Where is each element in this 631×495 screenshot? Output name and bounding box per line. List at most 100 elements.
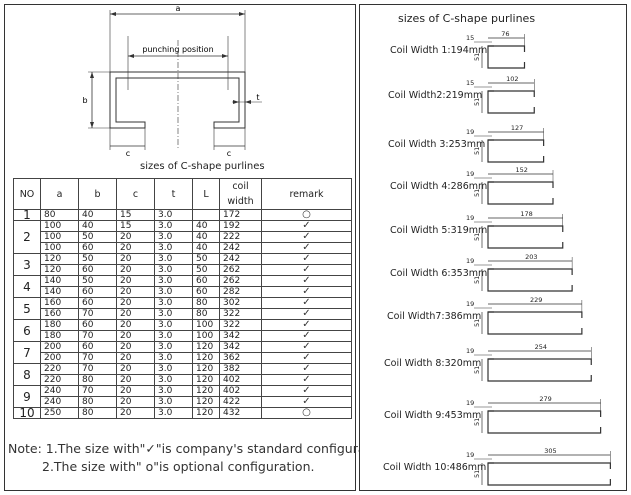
standard-check-icon: ✓ [261, 396, 352, 408]
web-width-label: 178 [520, 210, 532, 218]
cell-coil: 432 [219, 407, 262, 419]
cell-t: 3.0 [154, 220, 193, 232]
cell-b: 80 [78, 407, 117, 419]
web-width-label: 76 [501, 30, 509, 38]
cell-a: 240 [40, 385, 79, 397]
cell-t: 3.0 [154, 264, 193, 276]
dim-c-right-label: c [227, 149, 231, 158]
cell-a: 240 [40, 396, 79, 408]
cell-coil: 342 [219, 330, 262, 342]
cell-t: 3.0 [154, 286, 193, 298]
cell-c: 20 [116, 308, 155, 320]
flange-width-label: 19 [466, 128, 474, 136]
cell-c: 20 [116, 286, 155, 298]
standard-check-icon: ✓ [261, 308, 352, 320]
cell-coil: 262 [219, 275, 262, 287]
cell-b: 50 [78, 275, 117, 287]
cell-no: 7 [13, 341, 41, 364]
cell-t: 3.0 [154, 374, 193, 386]
cell-no: 10 [13, 407, 41, 419]
cell-a: 220 [40, 374, 79, 386]
cell-no: 4 [13, 275, 41, 298]
cell-b: 80 [78, 374, 117, 386]
cell-c: 20 [116, 341, 155, 353]
cell-a: 220 [40, 363, 79, 375]
cell-b: 40 [78, 209, 117, 221]
cell-a: 160 [40, 308, 79, 320]
flange-width-label: 19 [466, 214, 474, 222]
coil-width-label: Coil Width 9:453mm [384, 410, 482, 421]
coil-width-label: Coil Width7:386mm [387, 311, 482, 322]
cell-l: 100 [192, 330, 220, 342]
cell-l: 40 [192, 220, 220, 232]
col-header-c: c [116, 178, 155, 210]
cell-t: 3.0 [154, 396, 193, 408]
coil-width-label: Coil Width 5:319mm [390, 225, 488, 236]
cell-t: 3.0 [154, 407, 193, 419]
cell-b: 50 [78, 231, 117, 243]
height-label: 51 [473, 319, 481, 327]
cell-coil: 322 [219, 319, 262, 331]
cell-c: 20 [116, 407, 155, 419]
cell-t: 3.0 [154, 242, 193, 254]
col-header-coil-width: coil width [219, 178, 262, 210]
left-caption: sizes of C-shape purlines [140, 161, 265, 172]
cell-b: 60 [78, 341, 117, 353]
cell-b: 70 [78, 308, 117, 320]
c-shape-cross-section-diagram: a punching position b c c t [82, 4, 262, 158]
cell-coil: 192 [219, 220, 262, 232]
flange-width-label: 19 [466, 347, 474, 355]
cell-l: 60 [192, 286, 220, 298]
web-width-label: 229 [530, 296, 542, 304]
cell-a: 140 [40, 275, 79, 287]
cell-t: 3.0 [154, 297, 193, 309]
col-header-a: a [40, 178, 79, 210]
standard-check-icon: ✓ [261, 363, 352, 375]
flange-width-label: 19 [466, 451, 474, 459]
cell-b: 60 [78, 297, 117, 309]
cell-b: 70 [78, 330, 117, 342]
cell-l: 40 [192, 231, 220, 243]
table-header-row: NO a b c t L coil width remark [13, 178, 352, 210]
cell-a: 180 [40, 319, 79, 331]
cell-t: 3.0 [154, 253, 193, 265]
cell-a: 140 [40, 286, 79, 298]
height-label: 51 [473, 470, 481, 478]
cell-c: 20 [116, 231, 155, 243]
standard-check-icon: ✓ [261, 319, 352, 331]
dim-b-label: b [82, 96, 87, 105]
coil-width-label: Coil Width 6:353mm [390, 268, 488, 279]
cell-t: 3.0 [154, 352, 193, 364]
cell-c: 20 [116, 363, 155, 375]
note-optional: 2.The size with" o"is optional configura… [42, 459, 315, 474]
cell-l: 50 [192, 253, 220, 265]
cell-a: 100 [40, 220, 79, 232]
col-header-t: t [154, 178, 193, 210]
cell-a: 120 [40, 264, 79, 276]
cell-no: 8 [13, 363, 41, 386]
cell-no: 3 [13, 253, 41, 276]
cell-l: 120 [192, 374, 220, 386]
cell-b: 50 [78, 253, 117, 265]
cell-coil: 422 [219, 396, 262, 408]
cell-l: 80 [192, 297, 220, 309]
cell-t: 3.0 [154, 209, 193, 221]
